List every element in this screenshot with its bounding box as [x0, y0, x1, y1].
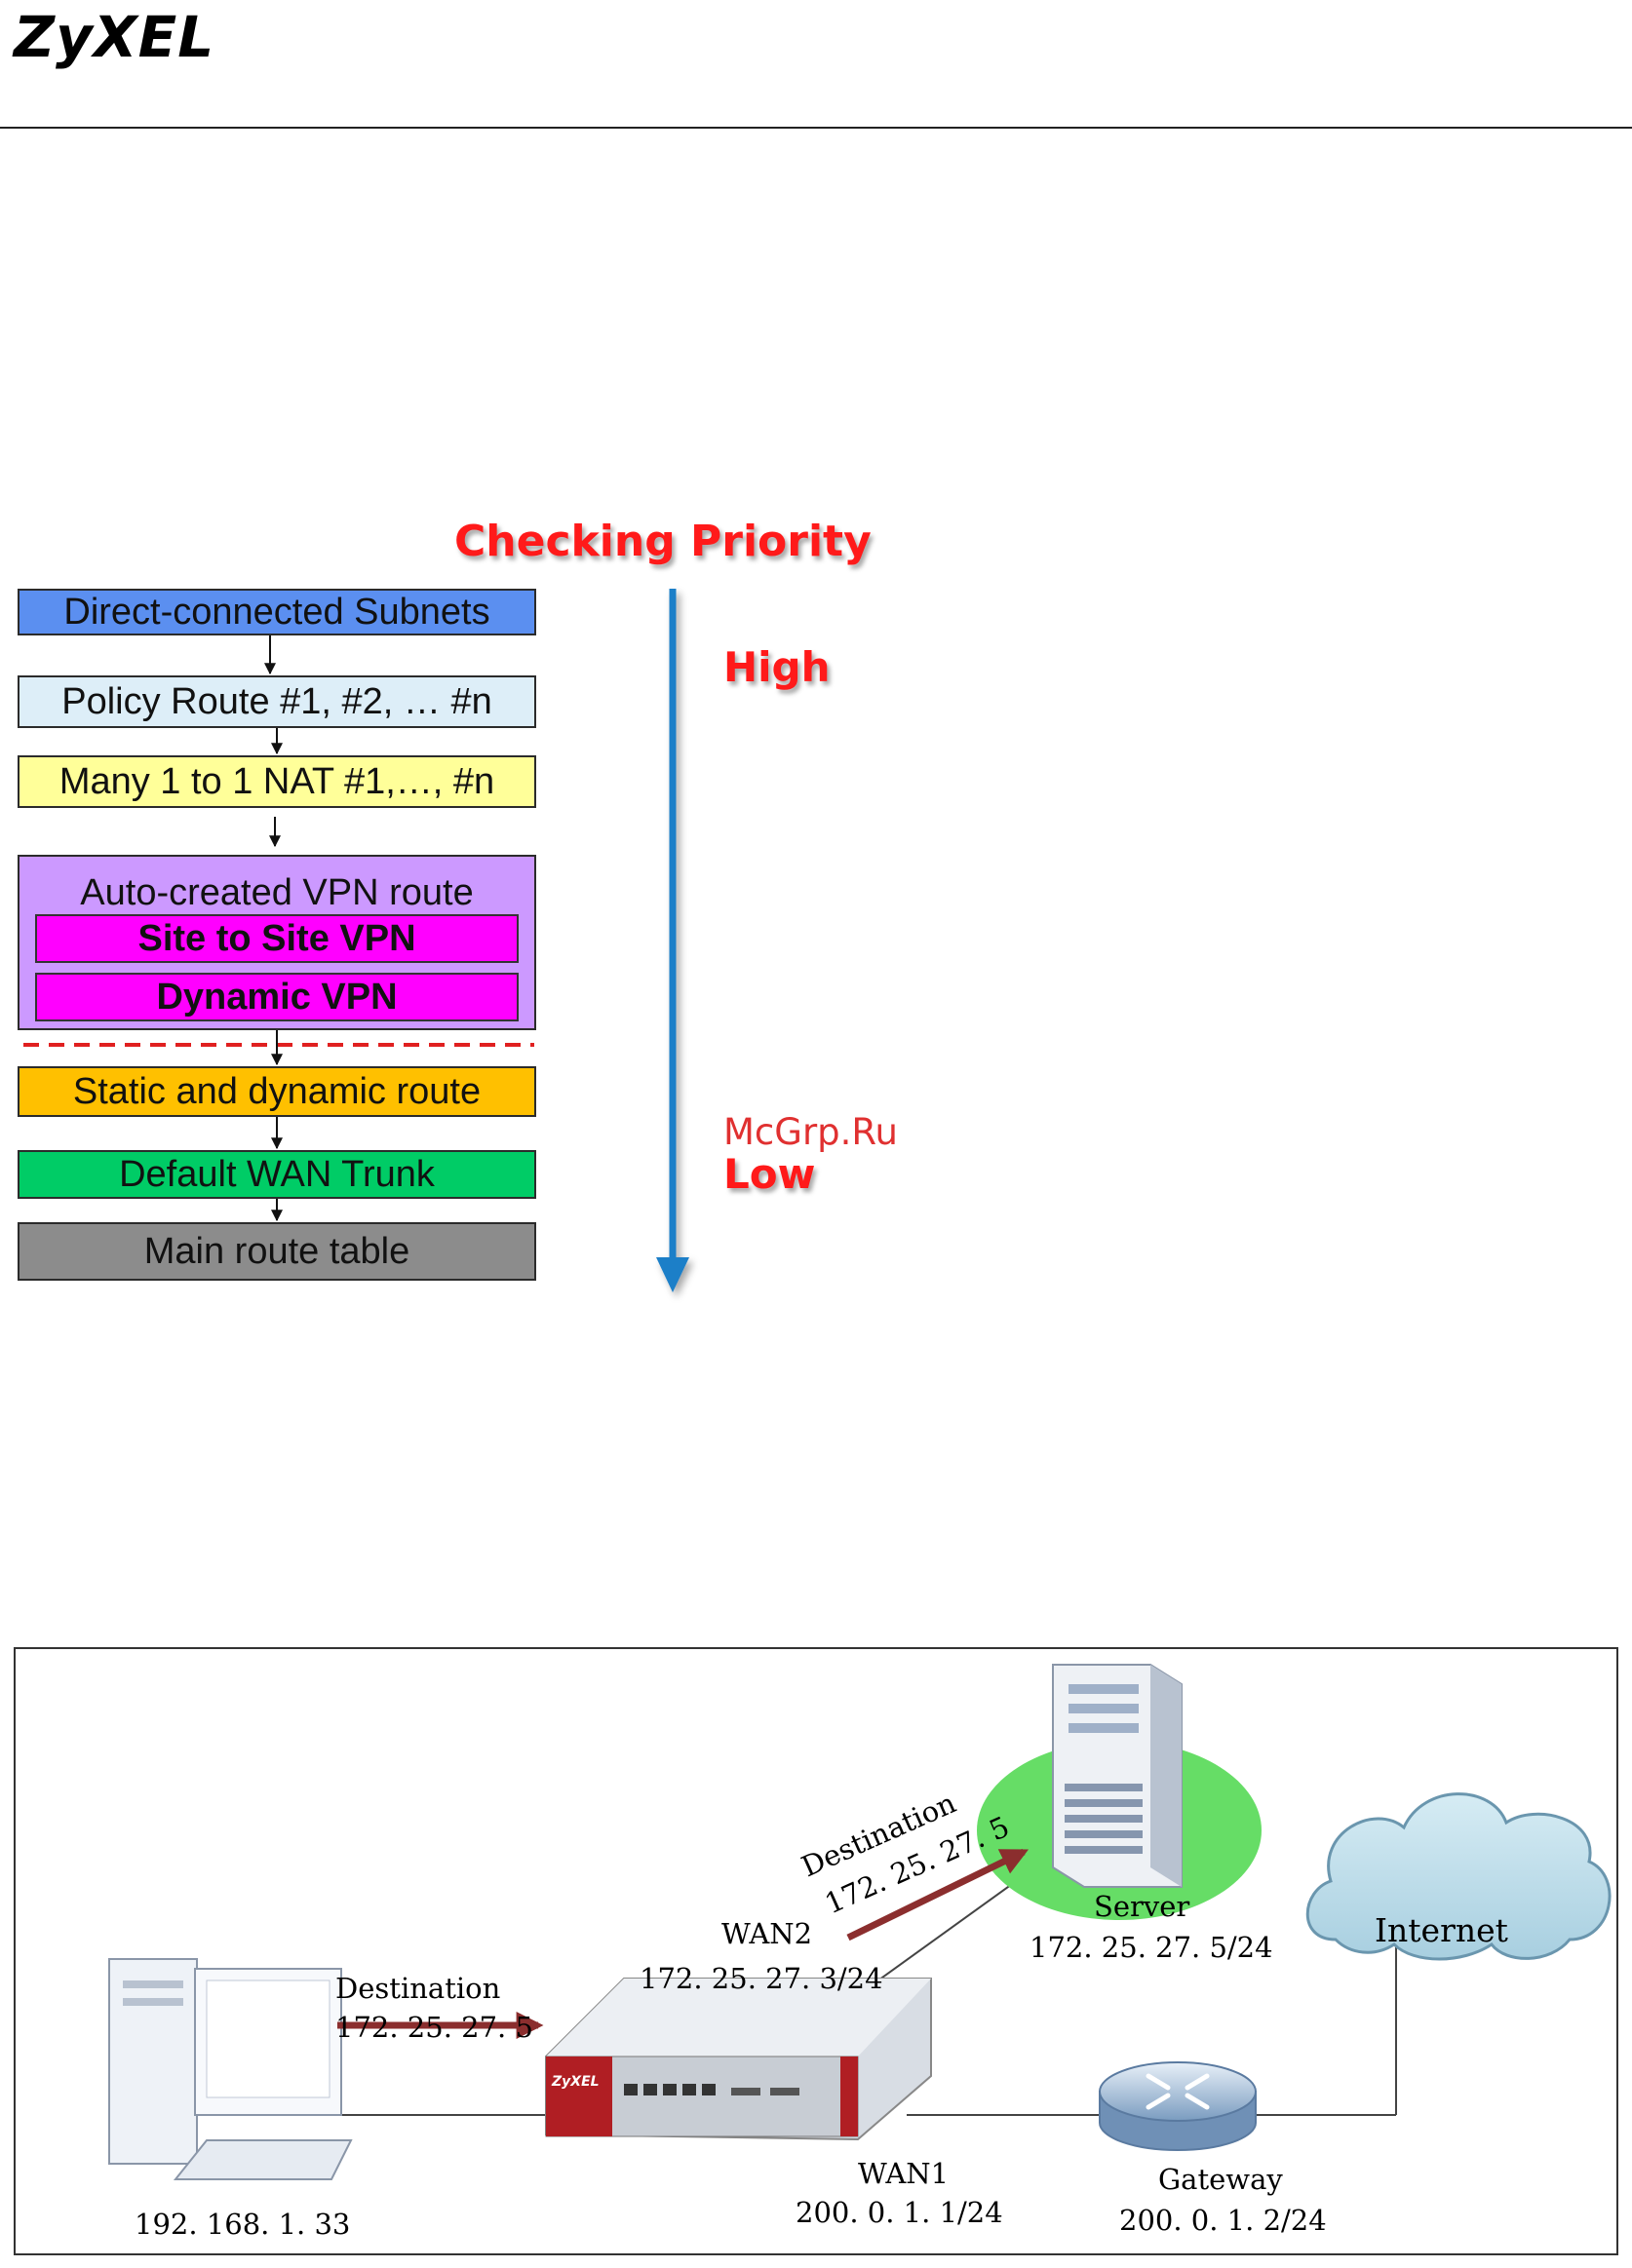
priority-connectors [23, 589, 689, 1292]
wan2-label: WAN2 [721, 1917, 812, 1950]
main-route-table-box: Main route table [18, 1222, 536, 1281]
static-dynamic-route-box: Static and dynamic route [18, 1066, 536, 1117]
nat-box: Many 1 to 1 NAT #1,…, #n [18, 755, 536, 808]
default-wan-trunk-box: Default WAN Trunk [18, 1150, 536, 1199]
zyxel-firewall-icon [545, 1978, 932, 2141]
server-label: Server [1094, 1890, 1189, 1923]
gateway-router-icon [1099, 2061, 1257, 2151]
policy-route-box: Policy Route #1, #2, … #n [18, 675, 536, 728]
wan2-ip: 172. 25. 27. 3/24 [640, 1962, 883, 1995]
auto-created-vpn-route-label: Auto-created VPN route [80, 872, 474, 913]
direct-connected-subnets-box: Direct-connected Subnets [18, 589, 536, 635]
header-divider [0, 127, 1632, 129]
wan1-ip: 200. 0. 1. 1/24 [796, 2196, 1003, 2229]
destination-arrow-to-server [846, 1848, 1030, 1941]
device-logo-text: ZyXEL [551, 2074, 600, 2090]
gateway-ip: 200. 0. 1. 2/24 [1119, 2204, 1327, 2237]
wan1-label: WAN1 [858, 2157, 949, 2190]
server-ip: 172. 25. 27. 5/24 [1030, 1931, 1273, 1964]
pc-ip-label: 192. 168. 1. 33 [135, 2208, 350, 2241]
network-topology-frame [14, 1647, 1618, 2255]
priority-arrow [656, 589, 689, 1292]
checking-priority-heading: Checking Priority [454, 517, 872, 566]
pc-destination-label: Destination [335, 1972, 500, 2005]
priority-high-label: High [723, 643, 831, 691]
server-icon [977, 1664, 1262, 1920]
gateway-label: Gateway [1158, 2163, 1283, 2196]
priority-low-label: Low [723, 1150, 816, 1198]
site-to-site-vpn-box: Site to Site VPN [35, 914, 519, 963]
pc-destination-ip: 172. 25. 27. 5 [335, 2011, 533, 2044]
zyxel-logo: ZyXEL [14, 4, 215, 70]
pc-icon [108, 1958, 353, 2180]
watermark: McGrp.Ru [723, 1111, 898, 1153]
internet-cloud-icon [1305, 1792, 1612, 1961]
internet-label: Internet [1375, 1911, 1508, 1949]
dynamic-vpn-box: Dynamic VPN [35, 973, 519, 1021]
